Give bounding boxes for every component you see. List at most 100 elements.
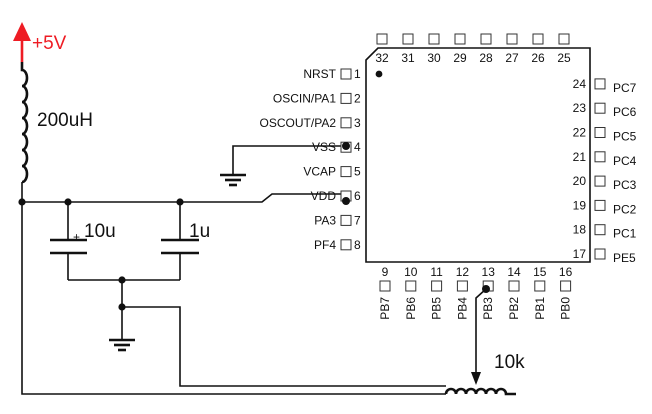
pin-number: 19 — [573, 198, 587, 212]
pin-pad — [594, 199, 606, 211]
vss-connection-dot — [342, 142, 350, 150]
pin-number: 17 — [573, 247, 587, 261]
pin-number: 25 — [557, 51, 571, 65]
pin-number: 29 — [453, 51, 467, 65]
pin-pad — [454, 33, 466, 45]
pin-number: 20 — [573, 174, 587, 188]
pin-number: 15 — [533, 265, 547, 279]
pin-name-pc2: PC2 — [613, 202, 637, 216]
pin-name-vdd: VDD — [311, 189, 337, 203]
pin-number: 26 — [531, 51, 545, 65]
pin-name-pb0: PB0 — [559, 297, 573, 320]
power-label: +5V — [32, 33, 67, 54]
pin-number: 1 — [354, 67, 361, 81]
pin-number: 21 — [573, 150, 587, 164]
pin-pad — [506, 33, 518, 45]
pin-pad — [594, 102, 606, 114]
pin-number: 22 — [573, 126, 587, 140]
pb3-connection-dot — [482, 285, 490, 293]
pin-number: 5 — [354, 165, 361, 179]
pot-label: 10k — [494, 352, 525, 373]
pin-number: 6 — [354, 189, 361, 203]
pin-pad — [480, 33, 492, 45]
pin-pad — [405, 280, 417, 292]
pin-pad — [560, 280, 572, 292]
pin-name-pb3: PB3 — [481, 297, 495, 320]
pin-pad — [402, 33, 414, 45]
pin-pad — [594, 78, 606, 90]
pin-number: 8 — [354, 238, 361, 252]
pin-pad — [340, 239, 352, 251]
inductor-label: 200uH — [37, 110, 93, 131]
pin-name-pc4: PC4 — [613, 154, 637, 168]
pin-number: 12 — [456, 265, 470, 279]
pin-number: 10 — [404, 265, 418, 279]
pin-name-pb2: PB2 — [507, 297, 521, 320]
pin-pad — [594, 127, 606, 138]
pin-pad — [340, 68, 352, 80]
pin-name-pb5: PB5 — [430, 297, 444, 320]
pin-pad — [340, 166, 352, 178]
pin-name-pc3: PC3 — [613, 178, 637, 192]
pin-pad — [340, 214, 352, 226]
cap-10u-label: 10u — [84, 221, 116, 242]
ground-wire — [68, 279, 180, 340]
pin-pad — [558, 33, 570, 45]
power-arrow-icon — [13, 22, 31, 41]
pin-number: 13 — [482, 265, 496, 279]
pin-name-pb1: PB1 — [533, 297, 547, 320]
ground-icon — [220, 173, 246, 187]
pin-number: 32 — [375, 51, 389, 65]
pin-pad — [431, 280, 443, 292]
pin1-marker — [375, 70, 383, 78]
pin-number: 3 — [354, 116, 361, 130]
pin-number: 28 — [479, 51, 493, 65]
vdd-connection-dot — [342, 197, 350, 205]
pin-name-pc7: PC7 — [613, 81, 637, 95]
pin-pad — [428, 33, 440, 45]
pin-number: 16 — [559, 265, 573, 279]
pin-pad — [594, 248, 606, 260]
pin-name-oscin-pa1: OSCIN/PA1 — [273, 91, 336, 105]
pin-name-pc1: PC1 — [613, 227, 637, 241]
pin-pad — [340, 117, 352, 129]
vss-wire — [232, 145, 346, 175]
pin-number: 18 — [573, 223, 587, 237]
pin-pad — [594, 151, 606, 163]
junction-dot — [18, 198, 26, 206]
pin-pad — [594, 224, 606, 236]
pin-number: 30 — [427, 51, 441, 65]
chip-pins: 1NRST2OSCIN/PA13OSCOUT/PA24VSS5VCAP6VDD7… — [260, 33, 637, 320]
supply-wire — [21, 182, 446, 395]
pin-pad — [532, 33, 544, 45]
pin-name-oscout-pa2: OSCOUT/PA2 — [260, 116, 337, 130]
pin-name-pa3: PA3 — [314, 213, 336, 227]
pin-pad — [594, 175, 606, 187]
pin-number: 31 — [401, 51, 415, 65]
pin-name-vcap: VCAP — [303, 165, 336, 179]
pot-ground-wire — [122, 306, 446, 387]
pin-name-pe5: PE5 — [613, 251, 636, 265]
pin-name-pb6: PB6 — [404, 297, 418, 320]
pin-pad — [379, 280, 391, 292]
pot-wiper-wire — [475, 288, 487, 372]
junction-dot — [118, 276, 126, 284]
pin-pad — [508, 280, 520, 292]
pin-name-pb4: PB4 — [455, 297, 469, 320]
cap-10u-polarity: + — [73, 230, 80, 244]
cap-1u-label: 1u — [189, 221, 210, 242]
pin-number: 27 — [505, 51, 519, 65]
pin-number: 24 — [573, 77, 587, 91]
pin-number: 23 — [573, 101, 587, 115]
pin-number: 7 — [354, 213, 361, 227]
pin-number: 14 — [507, 265, 521, 279]
ground-icon — [109, 338, 135, 352]
pin-number: 4 — [354, 140, 361, 154]
chip-body — [365, 47, 591, 263]
pin-pad — [456, 280, 468, 292]
pin-pad — [376, 33, 388, 45]
pin-name-nrst: NRST — [303, 67, 336, 81]
potentiometer-10k — [444, 387, 516, 396]
pin-number: 9 — [382, 265, 389, 279]
